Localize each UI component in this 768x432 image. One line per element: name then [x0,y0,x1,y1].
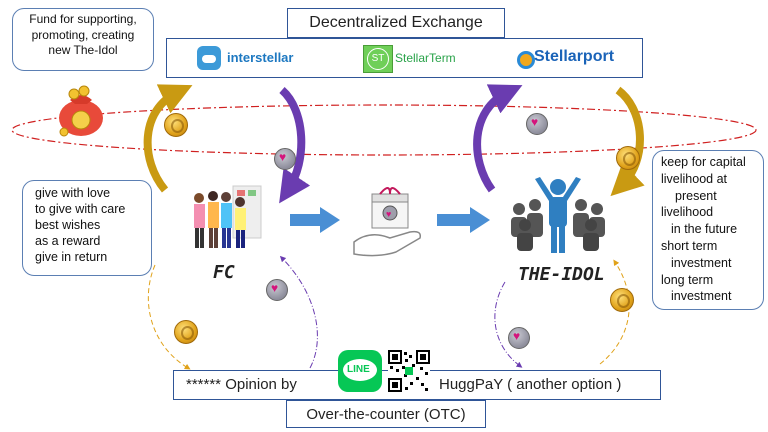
fc-note-line: give with love [35,186,111,200]
idol-note-line: livelihood [661,205,714,220]
fc-note-bubble: give with love to give with care best wi… [22,180,152,276]
fund-note-bubble: Fund for supporting, promoting, creating… [12,8,154,71]
people-group-icon [185,182,265,252]
money-bag-icon [52,82,110,140]
idol-note-line: long term [661,272,714,287]
otc-purple-left [279,255,318,369]
line-logo-icon[interactable]: LINE [338,350,382,392]
gold-arrow-left-up [143,84,193,193]
idol-note-line: in the future [671,222,738,237]
brand-interstellar[interactable]: interstellar [227,50,294,65]
otc-title: Over-the-counter (OTC) [306,405,466,423]
idol-note-line: keep for capital [661,155,746,169]
exchange-title-box: Decentralized Exchange [287,8,505,38]
gold-coin-icon [610,288,634,312]
exchange-ring [11,104,757,156]
idol-crowd-icon [505,175,611,255]
fund-note-line: Fund for supporting, [29,12,137,26]
gold-coin-icon [174,320,198,344]
blue-arrow-gift-to-idol [437,207,490,233]
otc-gold-right [599,259,630,365]
otc-opinion-prefix: ****** Opinion by [186,376,297,393]
fund-note-line: new The-Idol [48,43,118,57]
svg-text:♥: ♥ [386,209,391,219]
gold-coin-icon [164,113,188,137]
blue-arrow-fc-to-gift [290,207,340,233]
gold-arrow-right-down [610,86,645,197]
fc-note-line: to give with care [35,202,126,216]
heart-token-icon [508,327,530,349]
fc-note-line: as a reward [35,234,101,248]
stellarport-logo-icon [517,51,535,69]
qr-code-icon[interactable] [388,350,430,392]
fc-label: FC [213,262,235,283]
idol-note-bubble: keep for capital livelihood at present l… [652,150,764,310]
brand-stellarterm[interactable]: StellarTerm [395,51,456,65]
fc-note-line: best wishes [35,218,101,232]
exchange-title: Decentralized Exchange [309,14,483,31]
idol-note-line: livelihood at [661,171,728,186]
brand-stellarport[interactable]: Stellarport [534,48,615,65]
interstellar-logo-icon [197,46,221,70]
fund-note-line: promoting, creating [31,27,135,42]
gift-in-hand-icon: ♥ [350,180,432,260]
otc-purple-right [494,281,523,368]
heart-token-icon [526,113,548,135]
heart-token-icon [274,148,296,170]
idol-note-line: investment [671,255,732,270]
purple-arrow-right-up [473,84,523,193]
idol-note-line: investment [671,289,732,304]
exchange-brands-box: interstellar ST StellarTerm Stellarport [166,38,643,78]
stellarterm-logo-icon: ST [363,45,393,73]
gold-coin-icon [616,146,640,170]
idol-note-line: short term [661,238,718,253]
huggpay-label[interactable]: HuggPaY ( another option ) [439,376,622,393]
otc-gold-left [147,264,191,370]
idol-note-line: present [675,188,717,203]
otc-title-box: Over-the-counter (OTC) [286,400,486,428]
purple-arrow-left-down [279,86,311,204]
fc-note-line: give in return [35,250,108,264]
line-logo-text: LINE [347,364,370,375]
idol-label: THE-IDOL [518,264,605,285]
stellarterm-badge: ST [367,48,389,70]
heart-token-icon [266,279,288,301]
